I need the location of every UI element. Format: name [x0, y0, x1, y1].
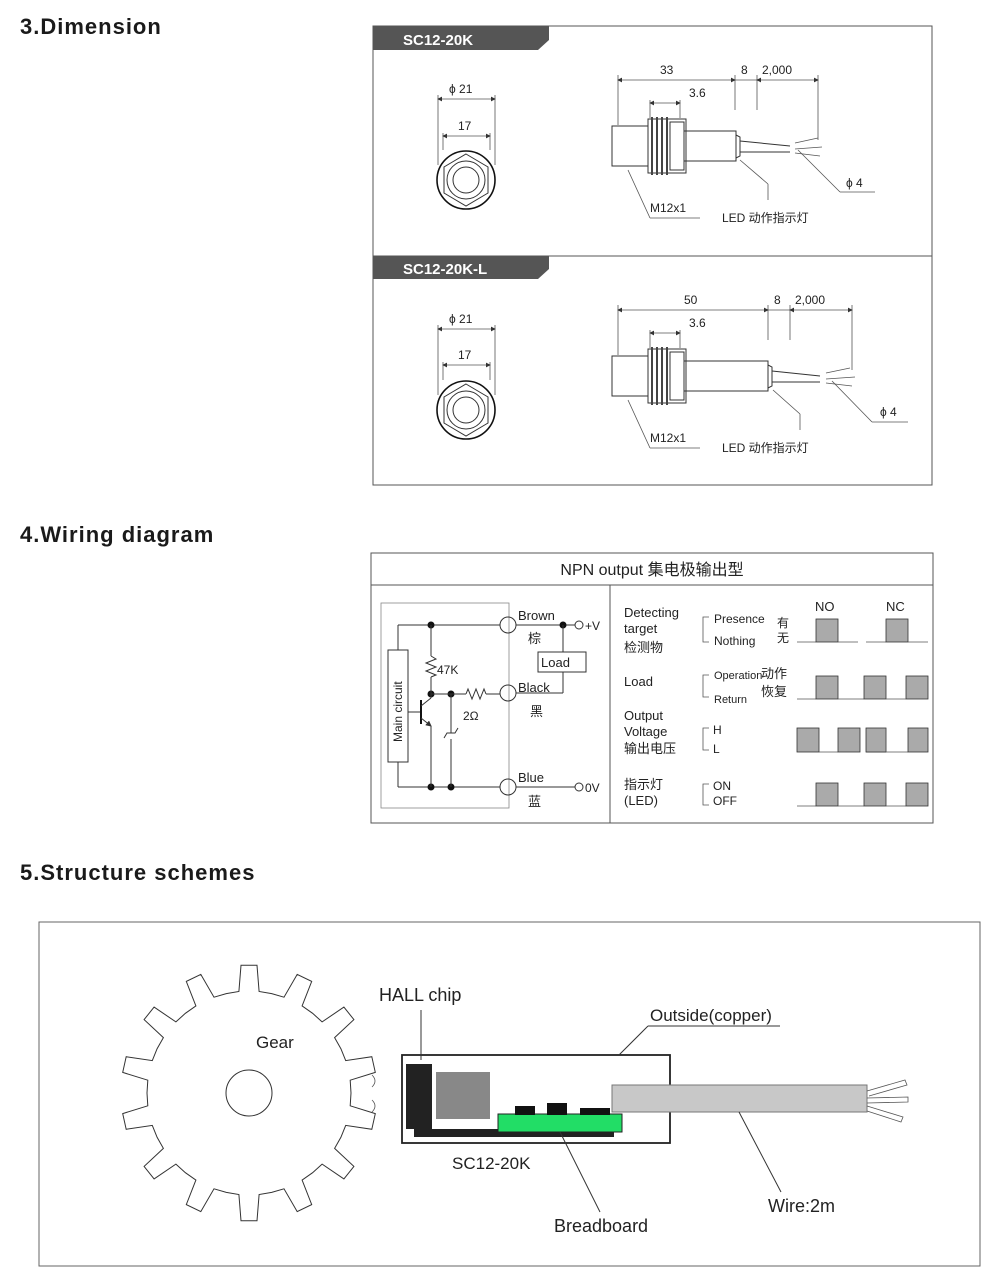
- blue-label: Blue: [518, 770, 544, 785]
- detect-label-cn: 检测物: [624, 640, 663, 655]
- dim-hex: 17: [458, 348, 472, 362]
- dim-length: 50: [684, 293, 698, 307]
- dongzuo-label: 动作: [761, 666, 787, 681]
- off-label: OFF: [713, 794, 737, 808]
- side-view: 33 8 2,000 3.6 M12x1 LED 动作指示灯: [611, 63, 875, 225]
- black-label: Black: [518, 680, 550, 695]
- front-view: ϕ 21 17: [436, 312, 496, 440]
- l-label: L: [713, 742, 720, 756]
- resistor-47k-label: 47K: [437, 663, 458, 677]
- wiring-panel: NPN output 集电极输出型: [370, 552, 934, 824]
- wire-label: Wire:2m: [768, 1196, 835, 1216]
- you-label: 有: [777, 616, 789, 630]
- main-circuit-label: Main circuit: [391, 681, 405, 742]
- dim-thread-width: 3.6: [689, 316, 706, 330]
- model-tab: SC12-20K-L: [403, 261, 487, 278]
- timing-chart: NO NC Detecting target 检测物 Presence Noth…: [624, 599, 929, 808]
- brown-cn-label: 棕: [528, 631, 541, 646]
- load-box-label: Load: [541, 655, 570, 670]
- zero-v-label: 0V: [585, 781, 600, 795]
- dim-gap: 8: [741, 63, 748, 77]
- wiring-title: NPN output 集电极输出型: [560, 561, 743, 579]
- load-row-label: Load: [624, 674, 653, 689]
- dim-hex: 17: [458, 119, 472, 133]
- front-view: ϕ 21 17: [436, 82, 496, 210]
- nc-header: NC: [886, 599, 905, 614]
- sensor-cross-section: HALL chip Outside(copper) SC12-20K Bread…: [371, 985, 909, 1236]
- dim-phi-outer: ϕ 21: [449, 312, 473, 326]
- section-title-structure: 5.Structure schemes: [20, 860, 256, 885]
- dim-gap: 8: [774, 293, 781, 307]
- no-header: NO: [815, 599, 835, 614]
- output-label-2: Voltage: [624, 724, 667, 739]
- model-tab: SC12-20K: [403, 32, 473, 49]
- breadboard-label: Breadboard: [554, 1216, 648, 1236]
- gear-label: Gear: [256, 1033, 294, 1052]
- led-label: LED 动作指示灯: [722, 440, 809, 455]
- led-row-label-cn: 指示灯: [624, 777, 663, 792]
- dim-phi-outer: ϕ 21: [449, 82, 473, 96]
- on-label: ON: [713, 779, 731, 793]
- thread-label: M12x1: [650, 431, 686, 445]
- side-view: 50 8 2,000 3.6 M12x1 LED 动作指示灯: [611, 293, 908, 455]
- cable: [611, 1084, 868, 1113]
- return-label: Return: [714, 694, 747, 706]
- dim-cable: 2,000: [762, 63, 792, 77]
- operation-label: Operation: [714, 670, 762, 682]
- brown-label: Brown: [518, 608, 555, 623]
- led-label: LED 动作指示灯: [722, 210, 809, 225]
- dim-thread-width: 3.6: [689, 86, 706, 100]
- thread-label: M12x1: [650, 201, 686, 215]
- dimension-model-1: SC12-20K ϕ 21 17 33 8 2,: [373, 26, 875, 225]
- nothing-label: Nothing: [714, 634, 755, 648]
- huifu-label: 恢复: [761, 684, 787, 699]
- output-label-cn: 输出电压: [624, 741, 676, 756]
- phi-cable: ϕ 4: [846, 176, 863, 190]
- output-label-1: Output: [624, 708, 663, 723]
- hall-chip-label: HALL chip: [379, 985, 461, 1005]
- breadboard: [497, 1113, 623, 1133]
- chip: [436, 1072, 490, 1119]
- npn-circuit: Main circuit 47K 2Ω: [380, 602, 600, 809]
- section-title-wiring: 4.Wiring diagram: [20, 522, 215, 547]
- outside-label: Outside(copper): [650, 1006, 772, 1025]
- section-title-dimension: 3.Dimension: [20, 14, 162, 39]
- dim-length: 33: [660, 63, 674, 77]
- h-label: H: [713, 723, 722, 737]
- black-cn-label: 黑: [530, 704, 543, 719]
- vplus-label: +V: [585, 619, 600, 633]
- dim-cable: 2,000: [795, 293, 825, 307]
- model-label: SC12-20K: [452, 1154, 531, 1173]
- blue-cn-label: 蓝: [528, 794, 541, 809]
- led-row-label: (LED): [624, 793, 658, 808]
- detect-label-1: Detecting: [624, 605, 679, 620]
- presence-label: Presence: [714, 612, 765, 626]
- phi-cable: ϕ 4: [880, 405, 897, 419]
- dimension-model-2: SC12-20K-L ϕ 21 17 50 8 2,000: [373, 256, 908, 455]
- resistor-2ohm-label: 2Ω: [463, 709, 479, 723]
- gear: Gear: [122, 964, 376, 1222]
- wu-label: 无: [777, 631, 789, 645]
- detect-label-2: target: [624, 621, 658, 636]
